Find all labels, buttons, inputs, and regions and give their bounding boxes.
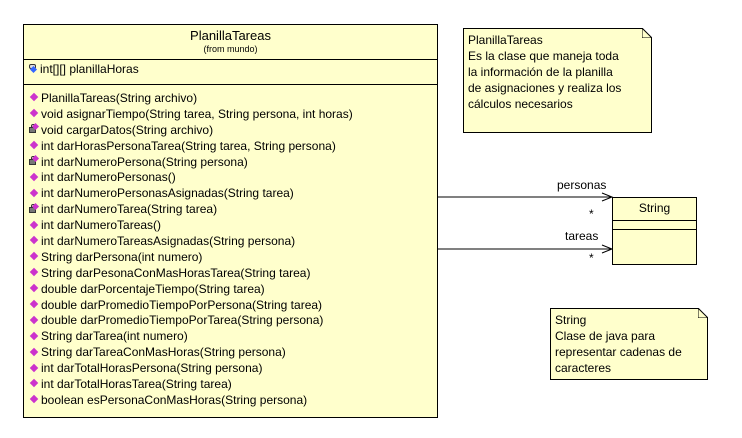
class-name: PlanillaTareas <box>190 28 271 43</box>
operation-row[interactable]: String darPesonaConMasHorasTarea(String … <box>29 265 437 281</box>
operation-text: void asignarTiempo(String tarea, String … <box>41 106 353 121</box>
note-fold-icon <box>698 308 708 318</box>
operation-text: double darPromedioTiempoPorTarea(String … <box>41 313 324 328</box>
public-operation-icon <box>29 108 40 119</box>
operation-row[interactable]: int darNumeroTareas() <box>29 217 437 233</box>
note-line: de asignaciones y realiza los <box>468 81 622 95</box>
operation-text: int darNumeroTarea(String tarea) <box>41 202 218 217</box>
operation-row[interactable]: String darTarea(int numero) <box>29 328 437 344</box>
operation-row[interactable]: String darPersona(int numero) <box>29 249 437 265</box>
operation-row[interactable]: boolean esPersonaConMasHoras(String pers… <box>29 392 437 408</box>
association-role-label: tareas <box>565 229 599 243</box>
operation-row[interactable]: double darPromedioTiempoPorTarea(String … <box>29 312 437 328</box>
operation-text: double darPorcentajeTiempo(String tarea) <box>41 281 265 296</box>
operation-text: boolean esPersonaConMasHoras(String pers… <box>41 392 308 407</box>
operation-row[interactable]: int darHorasPersonaTarea(String tarea, S… <box>29 138 437 154</box>
note-line: cálculos necesarios <box>468 97 573 111</box>
operation-text: int darTotalHorasTarea(String tarea) <box>41 376 232 391</box>
class-divider <box>613 229 696 230</box>
operation-row[interactable]: PlanillaTareas(String archivo) <box>29 90 437 106</box>
note-planilla-tareas[interactable]: PlanillaTareas Es la clase que maneja to… <box>463 28 652 133</box>
public-operation-icon <box>29 394 40 405</box>
note-line: Es la clase que maneja toda <box>468 49 619 63</box>
public-operation-icon <box>29 188 40 199</box>
operation-text: int darHorasPersonaTarea(String tarea, S… <box>41 138 336 153</box>
class-divider <box>613 220 696 221</box>
operation-row[interactable]: int darNumeroTarea(String tarea) <box>29 201 437 217</box>
attributes-section <box>613 221 696 229</box>
operation-text: int darNumeroTareas() <box>41 218 162 233</box>
note-line: String <box>555 313 587 327</box>
operation-text: int darNumeroPersonasAsignadas(String ta… <box>41 186 294 201</box>
public-operation-icon <box>29 267 40 278</box>
class-planilla-tareas[interactable]: PlanillaTareas (from mundo) int[][] plan… <box>23 24 438 418</box>
class-divider <box>24 59 437 60</box>
operation-row[interactable]: int darNumeroPersona(String persona) <box>29 154 437 170</box>
association-multiplicity: * <box>589 207 594 221</box>
operation-text: String darPersona(int numero) <box>41 249 203 264</box>
public-operation-icon <box>29 378 40 389</box>
public-operation-icon <box>29 251 40 262</box>
operation-text: String darTarea(int numero) <box>41 329 188 344</box>
association-role-label: personas <box>557 178 607 192</box>
public-operation-icon <box>29 235 40 246</box>
operation-row[interactable]: double darPorcentajeTiempo(String tarea) <box>29 281 437 297</box>
operation-text: int darNumeroPersona(String persona) <box>41 154 248 169</box>
class-string[interactable]: String <box>612 197 697 265</box>
operation-row[interactable]: void asignarTiempo(String tarea, String … <box>29 106 437 122</box>
public-operation-icon <box>29 363 40 374</box>
operation-row[interactable]: String darTareaConMasHoras(String person… <box>29 344 437 360</box>
operation-text: PlanillaTareas(String archivo) <box>41 90 198 105</box>
operation-row[interactable]: double darPromedioTiempoPorPersona(Strin… <box>29 297 437 313</box>
note-string[interactable]: String Clase de java para representar ca… <box>550 308 708 380</box>
class-name: String <box>638 201 671 215</box>
note-line: caracteres <box>555 361 612 375</box>
public-operation-icon <box>29 283 40 294</box>
class-divider <box>24 84 437 85</box>
note-line: representar cadenas de <box>555 345 682 359</box>
operation-text: String darPesonaConMasHorasTarea(String … <box>41 265 311 280</box>
operation-text: double darPromedioTiempoPorPersona(Strin… <box>41 297 323 312</box>
private-attribute-icon <box>28 63 39 74</box>
operation-text: void cargarDatos(String archivo) <box>41 122 214 137</box>
attribute-text: int[][] planillaHoras <box>40 61 139 76</box>
private-operation-icon <box>29 202 40 215</box>
attribute-row[interactable]: int[][] planillaHoras <box>28 61 437 77</box>
note-line: Clase de java para <box>555 329 656 343</box>
public-operation-icon <box>29 172 40 183</box>
public-operation-icon <box>29 299 40 310</box>
operations-section: PlanillaTareas(String archivo)void asign… <box>24 85 437 408</box>
operation-row[interactable]: int darNumeroTareasAsignadas(String pers… <box>29 233 437 249</box>
attributes-section: int[][] planillaHoras <box>24 60 437 84</box>
operation-text: String darTareaConMasHoras(String person… <box>41 345 286 360</box>
operation-row[interactable]: int darTotalHorasPersona(String persona) <box>29 360 437 376</box>
public-operation-icon <box>29 92 40 103</box>
operation-row[interactable]: void cargarDatos(String archivo) <box>29 122 437 138</box>
public-operation-icon <box>29 347 40 358</box>
operation-row[interactable]: int darNumeroPersonasAsignadas(String ta… <box>29 185 437 201</box>
note-line: PlanillaTareas <box>468 33 543 47</box>
operation-text: int darNumeroPersonas() <box>41 170 176 185</box>
class-stereotype: (from mundo) <box>203 44 258 54</box>
note-line: la información de la planilla <box>468 65 613 79</box>
note-fold-icon <box>642 28 652 38</box>
private-operation-icon <box>29 154 40 167</box>
public-operation-icon <box>29 140 40 151</box>
operation-row[interactable]: int darNumeroPersonas() <box>29 169 437 185</box>
private-operation-icon <box>29 123 40 135</box>
association-multiplicity: * <box>589 251 594 265</box>
operation-text: int darTotalHorasPersona(String persona) <box>41 361 263 376</box>
operation-row[interactable]: int darTotalHorasTarea(String tarea) <box>29 376 437 392</box>
public-operation-icon <box>29 315 40 326</box>
public-operation-icon <box>29 220 40 231</box>
public-operation-icon <box>29 331 40 342</box>
operation-text: int darNumeroTareasAsignadas(String pers… <box>41 233 296 248</box>
